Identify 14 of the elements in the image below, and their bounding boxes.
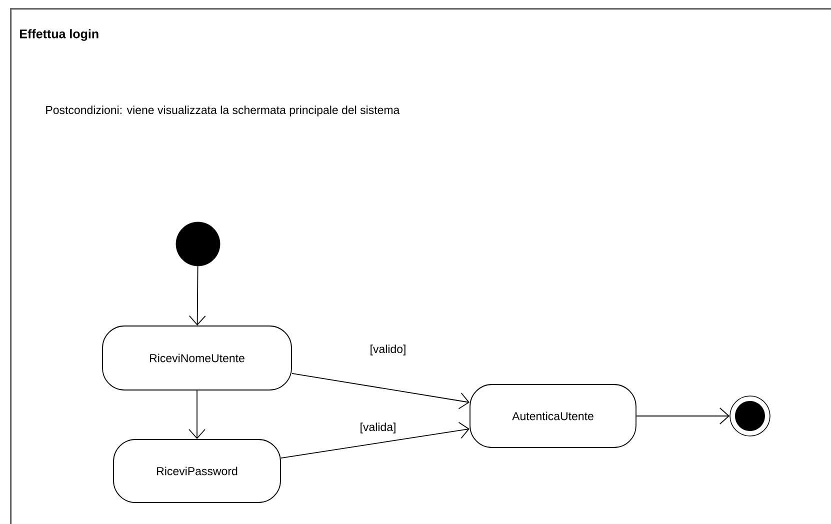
frame-title: Effettua login — [20, 29, 98, 41]
action-box: RiceviPassword — [113, 439, 281, 503]
arrow — [280, 422, 470, 458]
postcondition-text: Postcondizioni: viene visualizzata la schermata principale del sistema — [46, 106, 400, 116]
arrow — [636, 408, 730, 424]
action-box: RiceviNomeUtente — [102, 326, 292, 390]
arrow — [188, 390, 206, 440]
initial-node — [176, 222, 220, 266]
action-box: AutenticaUtente — [470, 384, 636, 448]
edge-label: [valida] — [358, 422, 398, 434]
arrow — [188, 266, 206, 326]
arrow — [292, 372, 470, 410]
edge-label: [valido] — [368, 344, 408, 356]
final-node — [730, 396, 770, 436]
